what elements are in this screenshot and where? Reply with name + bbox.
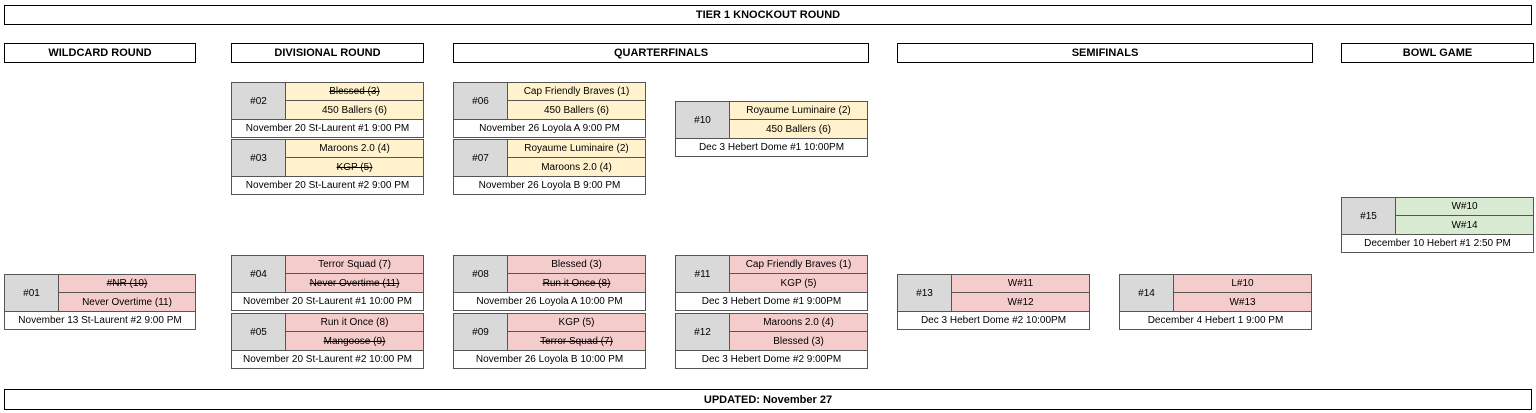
- team-slot: W#11: [952, 274, 1090, 293]
- game-card-09: #09 KGP (5) Terror Squad (7) November 26…: [453, 313, 646, 369]
- game-number: #13: [897, 274, 952, 312]
- game-number: #01: [4, 274, 59, 312]
- round-header-divisional: DIVISIONAL ROUND: [231, 43, 424, 63]
- game-info: November 26 Loyola B 9:00 PM: [453, 177, 646, 195]
- game-info: Dec 3 Hebert Dome #2 9:00PM: [675, 351, 868, 369]
- game-card-06: #06 Cap Friendly Braves (1) 450 Ballers …: [453, 82, 646, 138]
- round-header-semifinals: SEMIFINALS: [897, 43, 1313, 63]
- team-slot: Maroons 2.0 (4): [508, 158, 646, 177]
- game-number: #11: [675, 255, 730, 293]
- team-slot: Terror Squad (7): [286, 255, 424, 274]
- game-info: December 4 Hebert 1 9:00 PM: [1119, 312, 1312, 330]
- team-slot: 450 Ballers (6): [730, 120, 868, 139]
- game-card-14: #14 L#10 W#13 December 4 Hebert 1 9:00 P…: [1119, 274, 1312, 330]
- team-slot: Terror Squad (7): [508, 332, 646, 351]
- round-header-bowl: BOWL GAME: [1341, 43, 1534, 63]
- game-card-01: #01 #NR (10) Never Overtime (11) Novembe…: [4, 274, 196, 330]
- game-number: #15: [1341, 197, 1396, 235]
- team-slot: 450 Ballers (6): [286, 101, 424, 120]
- game-number: #05: [231, 313, 286, 351]
- round-header-wildcard: WILDCARD ROUND: [4, 43, 196, 63]
- game-card-12: #12 Maroons 2.0 (4) Blessed (3) Dec 3 He…: [675, 313, 868, 369]
- team-slot: Maroons 2.0 (4): [730, 313, 868, 332]
- game-info: Dec 3 Hebert Dome #1 10:00PM: [675, 139, 868, 157]
- game-info: November 26 Loyola A 9:00 PM: [453, 120, 646, 138]
- game-number: #12: [675, 313, 730, 351]
- team-slot: #NR (10): [59, 274, 196, 293]
- team-slot: Run it Once (8): [286, 313, 424, 332]
- team-slot: KGP (5): [730, 274, 868, 293]
- game-card-04: #04 Terror Squad (7) Never Overtime (11)…: [231, 255, 424, 311]
- game-number: #07: [453, 139, 508, 177]
- team-slot: Blessed (3): [286, 82, 424, 101]
- team-slot: Cap Friendly Braves (1): [508, 82, 646, 101]
- game-number: #02: [231, 82, 286, 120]
- team-slot: W#10: [1396, 197, 1534, 216]
- game-number: #04: [231, 255, 286, 293]
- team-slot: Blessed (3): [730, 332, 868, 351]
- game-card-03: #03 Maroons 2.0 (4) KGP (5) November 20 …: [231, 139, 424, 195]
- game-number: #08: [453, 255, 508, 293]
- game-number: #14: [1119, 274, 1174, 312]
- team-slot: KGP (5): [508, 313, 646, 332]
- team-slot: Never Overtime (11): [59, 293, 196, 312]
- game-number: #03: [231, 139, 286, 177]
- game-card-15: #15 W#10 W#14 December 10 Hebert #1 2:50…: [1341, 197, 1534, 253]
- team-slot: Run it Once (8): [508, 274, 646, 293]
- game-info: November 20 St-Laurent #2 10:00 PM: [231, 351, 424, 369]
- team-slot: L#10: [1174, 274, 1312, 293]
- game-info: December 10 Hebert #1 2:50 PM: [1341, 235, 1534, 253]
- game-info: November 26 Loyola A 10:00 PM: [453, 293, 646, 311]
- team-slot: 450 Ballers (6): [508, 101, 646, 120]
- team-slot: Royaume Luminaire (2): [508, 139, 646, 158]
- team-slot: Maroons 2.0 (4): [286, 139, 424, 158]
- game-card-07: #07 Royaume Luminaire (2) Maroons 2.0 (4…: [453, 139, 646, 195]
- team-slot: Blessed (3): [508, 255, 646, 274]
- game-card-11: #11 Cap Friendly Braves (1) KGP (5) Dec …: [675, 255, 868, 311]
- game-card-08: #08 Blessed (3) Run it Once (8) November…: [453, 255, 646, 311]
- game-info: Dec 3 Hebert Dome #1 9:00PM: [675, 293, 868, 311]
- game-number: #10: [675, 101, 730, 139]
- game-info: November 26 Loyola B 10:00 PM: [453, 351, 646, 369]
- team-slot: Mangoose (9): [286, 332, 424, 351]
- game-info: November 20 St-Laurent #2 9:00 PM: [231, 177, 424, 195]
- game-number: #06: [453, 82, 508, 120]
- updated-footer: UPDATED: November 27: [4, 389, 1532, 410]
- game-info: Dec 3 Hebert Dome #2 10:00PM: [897, 312, 1090, 330]
- game-info: November 20 St-Laurent #1 9:00 PM: [231, 120, 424, 138]
- team-slot: Royaume Luminaire (2): [730, 101, 868, 120]
- game-info: November 20 St-Laurent #1 10:00 PM: [231, 293, 424, 311]
- team-slot: KGP (5): [286, 158, 424, 177]
- game-info: November 13 St-Laurent #2 9:00 PM: [4, 312, 196, 330]
- game-card-02: #02 Blessed (3) 450 Ballers (6) November…: [231, 82, 424, 138]
- game-card-05: #05 Run it Once (8) Mangoose (9) Novembe…: [231, 313, 424, 369]
- team-slot: W#14: [1396, 216, 1534, 235]
- game-number: #09: [453, 313, 508, 351]
- page-title: TIER 1 KNOCKOUT ROUND: [4, 5, 1532, 25]
- team-slot: W#12: [952, 293, 1090, 312]
- team-slot: W#13: [1174, 293, 1312, 312]
- game-card-10: #10 Royaume Luminaire (2) 450 Ballers (6…: [675, 101, 868, 157]
- team-slot: Cap Friendly Braves (1): [730, 255, 868, 274]
- round-header-quarterfinals: QUARTERFINALS: [453, 43, 869, 63]
- team-slot: Never Overtime (11): [286, 274, 424, 293]
- game-card-13: #13 W#11 W#12 Dec 3 Hebert Dome #2 10:00…: [897, 274, 1090, 330]
